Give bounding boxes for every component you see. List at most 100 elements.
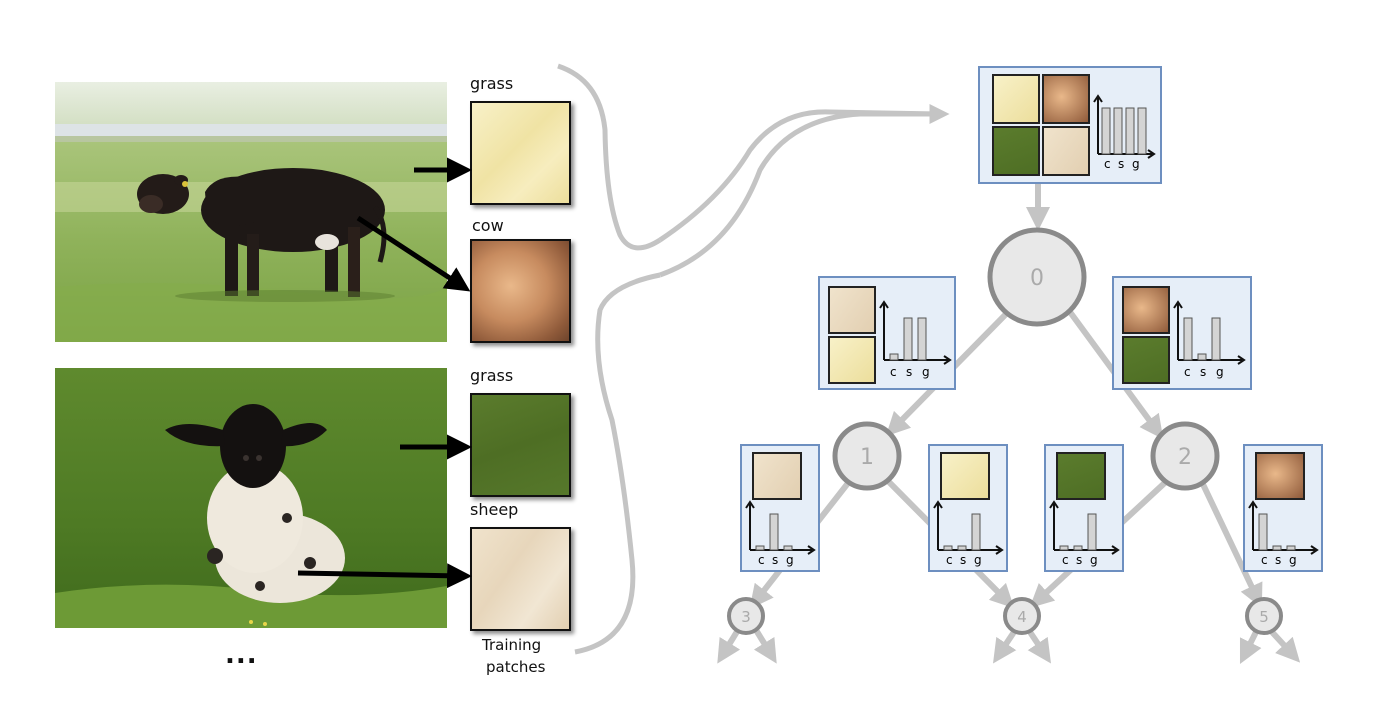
patch-sheep xyxy=(470,527,571,631)
patch-grass-dry xyxy=(470,101,571,205)
right-split-box: c s g xyxy=(1112,276,1252,390)
node-1-label: 1 xyxy=(860,445,874,470)
leaf-sheep-bar-3 xyxy=(783,545,793,551)
node-4 xyxy=(1003,597,1041,635)
leaf-histogram-grass-green: c s g xyxy=(1049,500,1120,567)
root-axis-g: g xyxy=(1132,157,1140,171)
leaf-box-cow: c s g xyxy=(1243,444,1323,572)
leaf-sheep-axis-s: s xyxy=(772,553,778,567)
training-patches-caption-line2: patches xyxy=(486,658,546,676)
right-split-axis-g: g xyxy=(1216,365,1224,379)
leaf-grass-green-axis-s: s xyxy=(1076,553,1082,567)
right-split-histogram: c s g xyxy=(1173,300,1246,379)
patch-label-grass-1: grass xyxy=(470,74,514,93)
right-split-bar-2 xyxy=(1197,353,1207,361)
patch-label-grass-2: grass xyxy=(470,366,514,385)
root-histogram: c s g xyxy=(1093,94,1156,171)
right-split-axis-c: c xyxy=(1184,365,1191,379)
patch-label-sheep: sheep xyxy=(470,500,519,519)
right-split-tile-grass-green xyxy=(1122,336,1170,384)
leaf-grass-dry-axis-s: s xyxy=(960,553,966,567)
root-tile-cow xyxy=(1042,74,1090,124)
node-4-label: 4 xyxy=(1017,608,1027,626)
leaf-box-sheep: c s g xyxy=(740,444,820,572)
root-distribution-box: c s g xyxy=(978,66,1162,184)
leaf-cow-bar-2 xyxy=(1272,545,1282,551)
sheep-photo xyxy=(55,368,447,628)
patch-brace-lower xyxy=(574,272,661,655)
left-split-axis-g: g xyxy=(922,365,930,379)
leaf-tile-grass-green xyxy=(1056,452,1106,500)
root-tile-grass-dry xyxy=(992,74,1040,124)
left-split-bar-1 xyxy=(889,353,899,361)
flow-curve-lower xyxy=(659,104,950,278)
node-3-label: 3 xyxy=(741,608,751,626)
leaf-cow-bar-1 xyxy=(1258,513,1268,551)
cow-photo-drawing xyxy=(55,82,447,342)
node-3 xyxy=(727,597,765,635)
leaf-cow-axis-c: c xyxy=(1261,553,1268,567)
leaf-grass-dry-bar-1 xyxy=(943,545,953,551)
cont-5-right xyxy=(1269,629,1301,663)
leaf-grass-dry-bar-2 xyxy=(957,545,967,551)
flow-curve-upper xyxy=(658,109,941,243)
right-split-bar-1 xyxy=(1183,317,1193,361)
edge-2-to-5 xyxy=(1197,476,1263,609)
leaf-grass-dry-bar-3 xyxy=(971,513,981,551)
root-bar-4 xyxy=(1137,107,1147,155)
leaf-box-grass-dry: c s g xyxy=(928,444,1008,572)
leaf-grass-green-bar-2 xyxy=(1073,545,1083,551)
root-bar-1 xyxy=(1101,107,1111,155)
leaf-grass-green-bar-3 xyxy=(1087,513,1097,551)
left-split-axis-c: c xyxy=(890,365,897,379)
left-split-bar-3 xyxy=(917,317,927,361)
patch-label-cow: cow xyxy=(472,216,504,235)
leaf-cow-bar-3 xyxy=(1286,545,1296,551)
patch-cow xyxy=(470,239,571,343)
patch-grass-green xyxy=(470,393,571,497)
leaf-grass-dry-axis-g: g xyxy=(974,553,982,567)
left-split-axis-s: s xyxy=(906,365,912,379)
leaf-tile-cow xyxy=(1255,452,1305,500)
root-bar-3 xyxy=(1125,107,1135,155)
cont-3-right xyxy=(753,628,777,664)
cont-4-right xyxy=(1027,630,1051,664)
left-split-tile-grass-dry xyxy=(828,336,876,384)
training-patches-caption-line1: Training xyxy=(482,636,542,654)
leaf-histogram-grass-dry: c s g xyxy=(933,500,1004,567)
leaf-histogram-cow: c s g xyxy=(1248,500,1319,567)
patch-brace xyxy=(557,63,662,251)
cow-photo xyxy=(55,82,447,342)
ellipsis-label: ... xyxy=(225,640,258,670)
root-axis-s: s xyxy=(1118,157,1124,171)
root-bar-2 xyxy=(1113,107,1123,155)
cont-5-left xyxy=(1239,630,1262,665)
node-0-label: 0 xyxy=(1030,266,1044,291)
left-split-bar-2 xyxy=(903,317,913,361)
root-tile-grass-green xyxy=(992,126,1040,176)
leaf-sheep-axis-g: g xyxy=(786,553,794,567)
left-split-tile-sheep xyxy=(828,286,876,334)
leaf-grass-green-axis-c: c xyxy=(1062,553,1069,567)
node-2 xyxy=(1150,421,1220,491)
right-split-bar-3 xyxy=(1211,317,1221,361)
root-axis-c: c xyxy=(1104,157,1111,171)
leaf-grass-dry-axis-c: c xyxy=(946,553,953,567)
node-5 xyxy=(1245,597,1283,635)
leaf-cow-axis-g: g xyxy=(1289,553,1297,567)
node-1 xyxy=(832,421,902,491)
sheep-photo-drawing xyxy=(55,368,447,628)
cont-3-left xyxy=(717,628,741,664)
leaf-sheep-bar-1 xyxy=(755,545,765,551)
arrow-to-sheep xyxy=(297,563,472,589)
leaf-cow-axis-s: s xyxy=(1275,553,1281,567)
arrow-to-cow xyxy=(356,215,471,292)
leaf-grass-green-axis-g: g xyxy=(1090,553,1098,567)
right-split-axis-s: s xyxy=(1200,365,1206,379)
node-2-label: 2 xyxy=(1178,445,1192,470)
root-tile-sheep xyxy=(1042,126,1090,176)
node-5-label: 5 xyxy=(1259,608,1269,626)
left-split-histogram: c s g xyxy=(879,300,952,379)
